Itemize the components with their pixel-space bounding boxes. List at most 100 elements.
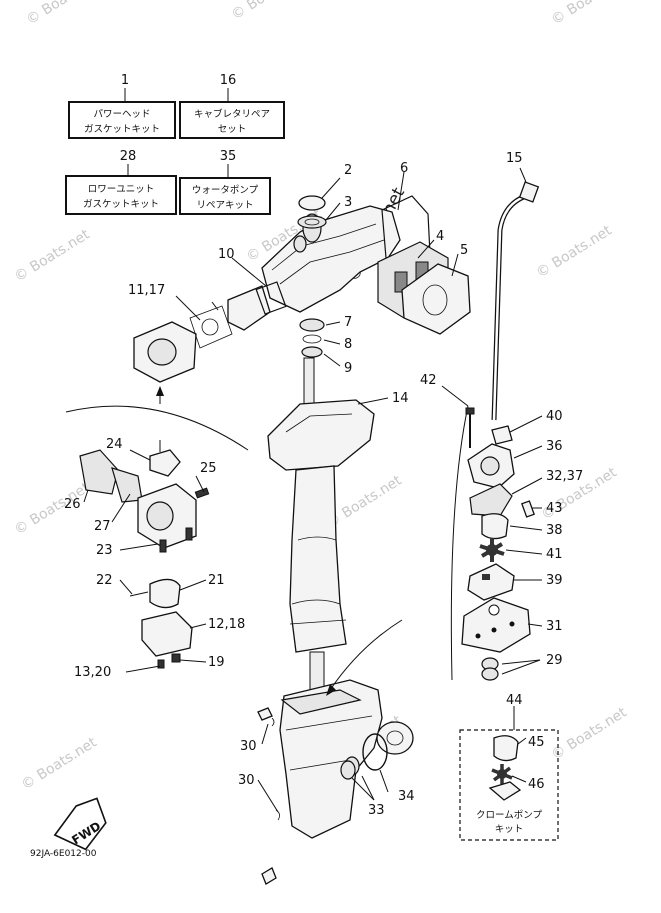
bearing[interactable] (299, 318, 325, 332)
kit-label-line2: リペアキット (196, 200, 253, 211)
water-tube-seal[interactable] (491, 425, 513, 445)
woodruff-key[interactable] (521, 500, 535, 518)
drain-screw-lower[interactable] (261, 867, 277, 885)
part-label-31: 31 (546, 619, 563, 634)
kit-number: 16 (220, 73, 237, 88)
part-label-10: 10 (218, 247, 235, 262)
part-label-7: 7 (344, 315, 352, 330)
watermark: © Boats.net (549, 704, 630, 763)
kit-label-line2: ガスケットキット (84, 124, 160, 135)
drive-shaft-housing[interactable] (289, 465, 347, 653)
part-label-46: 46 (528, 777, 545, 792)
part-label-38: 38 (546, 523, 563, 538)
carburetor-top-cover[interactable] (149, 449, 181, 477)
watermark: © Boats.net (549, 0, 630, 28)
kit-number: 1 (121, 73, 129, 88)
part-label-8: 8 (344, 337, 352, 352)
carburetor-base[interactable] (141, 611, 193, 657)
o-ring[interactable] (362, 733, 388, 771)
leader-lines (83, 167, 543, 783)
part-label-42: 42 (420, 373, 437, 388)
part-label-36: 36 (546, 439, 563, 454)
chrome-pump-cartridge[interactable] (493, 735, 519, 762)
power-head-group (133, 195, 471, 383)
lower-unit-case[interactable] (279, 679, 383, 839)
part-number-labels: 2 3 6 4 5 10 11,17 7 8 9 15 14 42 40 36 … (64, 151, 583, 818)
part-label-21: 21 (208, 573, 225, 588)
kit-label-line1: ロワーユニット (88, 184, 155, 195)
watermark: © Boats.net (19, 734, 100, 793)
carburetor-group (65, 386, 249, 669)
part-label-30: 30 (240, 739, 257, 754)
part-label-13-20: 13,20 (74, 665, 111, 680)
part-label-43: 43 (546, 501, 563, 516)
part-label-22: 22 (96, 573, 113, 588)
part-label-39: 39 (546, 573, 563, 588)
kit-box-group: 1 パワーヘッド ガスケットキット 16 キャブレタリペア セット 28 ロワー… (65, 73, 285, 215)
part-label-3: 3 (344, 195, 352, 210)
fwd-badge: FWD (53, 797, 107, 851)
part-label-5: 5 (460, 243, 468, 258)
part-label-9: 9 (344, 361, 352, 376)
lower-unit-group (257, 619, 414, 885)
oil-seal-upper[interactable] (297, 215, 327, 229)
part-label-30: 30 (238, 773, 255, 788)
watermark: © Boats.net (24, 0, 105, 28)
water-tube-group (491, 181, 540, 421)
part-label-45: 45 (528, 735, 545, 750)
chrome-impeller[interactable] (491, 764, 513, 784)
pump-gasket[interactable] (461, 597, 531, 653)
intake-gasket[interactable] (255, 281, 287, 315)
part-label-44: 44 (506, 693, 523, 708)
part-label-15: 15 (506, 151, 523, 166)
part-label-41: 41 (546, 547, 563, 562)
mounting-bracket[interactable] (267, 399, 375, 471)
kit-label-line1: ウォータポンプ (192, 185, 259, 196)
part-label-14: 14 (392, 391, 409, 406)
part-label-2: 2 (344, 163, 352, 178)
float-bowl[interactable] (149, 578, 181, 609)
water-tube-grommet[interactable] (518, 181, 540, 203)
part-label-27: 27 (94, 519, 111, 534)
part-label-26: 26 (64, 497, 81, 512)
part-label-23: 23 (96, 543, 113, 558)
float-chamber-parts[interactable] (79, 449, 119, 495)
kit-label-line1: パワーヘッド (93, 109, 150, 120)
chrome-pump-kit-line1: クロームポンプ (476, 810, 542, 821)
watermark: © Boats.net (12, 479, 93, 538)
part-label-24: 24 (106, 437, 123, 452)
kit-label-line2: ガスケットキット (83, 199, 159, 210)
chrome-pump-kit-line2: キット (495, 824, 524, 835)
kit-label-line2: セット (218, 124, 247, 135)
diagram-code: 92JA-6E012-00 (30, 849, 97, 859)
part-label-19: 19 (208, 655, 225, 670)
impeller[interactable] (479, 538, 505, 562)
part-label-29: 29 (546, 653, 563, 668)
crankcase-cover[interactable] (401, 263, 471, 335)
kit-label-line1: キャブレタリペア (194, 108, 270, 120)
kit-number: 35 (220, 149, 237, 164)
kit-box-lower-unit[interactable] (65, 175, 177, 215)
pump-base-plate[interactable] (467, 563, 515, 601)
cap[interactable] (298, 195, 326, 211)
outer-plate-cartridge[interactable] (469, 483, 513, 517)
kit-box-water-pump[interactable] (179, 177, 271, 215)
oil-seal-lower[interactable] (301, 346, 323, 358)
kit-number: 28 (120, 149, 137, 164)
part-label-4: 4 (436, 229, 444, 244)
intake-manifold[interactable] (227, 285, 271, 331)
part-label-6: 6 (400, 161, 408, 176)
part-label-40: 40 (546, 409, 563, 424)
part-label-11-17: 11,17 (128, 283, 165, 298)
anti-cavitation-plate[interactable] (280, 689, 362, 715)
fwd-arrow-icon (53, 797, 107, 851)
kit-box-carburetor[interactable] (179, 101, 285, 139)
chrome-pump-kit-box[interactable] (459, 729, 559, 841)
part-label-34: 34 (398, 789, 415, 804)
drain-screw-upper[interactable] (257, 707, 273, 721)
kit-box-power-head[interactable] (68, 101, 176, 139)
insert-cartridge[interactable] (481, 513, 509, 540)
retaining-ring[interactable] (302, 334, 322, 344)
